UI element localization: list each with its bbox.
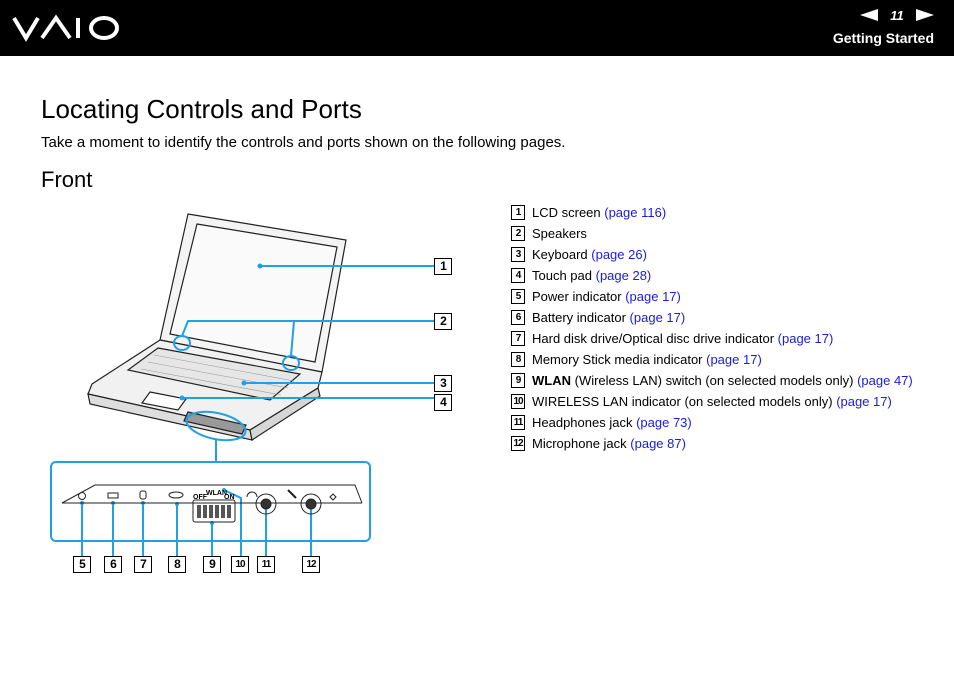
callout-3: 3: [434, 375, 452, 392]
legend-text: Hard disk drive/Optical disc drive indic…: [532, 331, 778, 346]
page-reference-link[interactable]: (page 17): [706, 352, 762, 367]
page-number: 11: [890, 7, 904, 23]
page-reference-link[interactable]: (page 73): [636, 415, 692, 430]
legend-text: Power indicator: [532, 289, 626, 304]
page-reference-link[interactable]: (page 17): [625, 289, 681, 304]
legend-text: Memory Stick media indicator: [532, 352, 707, 367]
vaio-logo: [12, 14, 119, 42]
legend-number: 4: [511, 268, 525, 283]
page-reference-link[interactable]: (page 26): [591, 247, 647, 262]
switch-on-label: ON: [224, 494, 235, 501]
legend-item: 4 Touch pad (page 28): [511, 267, 931, 284]
legend-number: 10: [511, 394, 525, 409]
callout-1: 1: [434, 258, 452, 275]
legend-item: 1 LCD screen (page 116): [511, 204, 931, 221]
previous-page-arrow-icon[interactable]: [860, 9, 878, 21]
legend-text: Keyboard: [532, 247, 592, 262]
section-title: Getting Started: [832, 30, 934, 46]
page-reference-link[interactable]: (page 17): [836, 394, 892, 409]
legend-text: (Wireless LAN) switch (on selected model…: [571, 373, 858, 388]
legend-number: 12: [511, 436, 525, 451]
page-reference-link[interactable]: (page 87): [630, 436, 686, 451]
page-reference-link[interactable]: (page 47): [857, 373, 913, 388]
legend-item: 6 Battery indicator (page 17): [511, 309, 931, 326]
legend-number: 6: [511, 310, 525, 325]
legend-item: 8 Memory Stick media indicator (page 17): [511, 351, 931, 368]
callout-12: 12: [302, 556, 320, 573]
legend-number: 1: [511, 205, 525, 220]
legend-number: 9: [511, 373, 525, 388]
legend-text: LCD screen: [532, 205, 605, 220]
legend-text: Battery indicator: [532, 310, 630, 325]
legend-number: 5: [511, 289, 525, 304]
legend-number: 8: [511, 352, 525, 367]
page-title: Locating Controls and Ports: [41, 94, 362, 124]
legend-item: 3 Keyboard (page 26): [511, 246, 931, 263]
callout-9: 9: [203, 556, 221, 573]
page-reference-link[interactable]: (page 116): [604, 205, 667, 220]
legend-bold-term: WLAN: [532, 373, 571, 388]
legend-text: WIRELESS LAN indicator (on selected mode…: [532, 394, 837, 409]
callout-7: 7: [134, 556, 152, 573]
legend-number: 11: [511, 415, 525, 430]
intro-text: Take a moment to identify the controls a…: [41, 134, 566, 151]
page-reference-link[interactable]: (page 28): [595, 268, 652, 283]
callout-6: 6: [104, 556, 122, 573]
legend-number: 2: [511, 226, 525, 241]
legend-item: 9 WLAN (Wireless LAN) switch (on selected…: [511, 372, 931, 389]
switch-off-label: OFF: [193, 494, 208, 501]
legend-text: Microphone jack: [532, 436, 631, 451]
legend-item: 7 Hard disk drive/Optical disc drive indi…: [511, 330, 931, 347]
callout-8: 8: [168, 556, 186, 573]
legend-number: 3: [511, 247, 525, 262]
section-subtitle: Front: [41, 167, 93, 192]
component-legend: 1 LCD screen (page 116) 2 Speakers 3 Keyboard…: [511, 204, 931, 456]
page-reference-link[interactable]: (page 17): [777, 331, 834, 346]
legend-text: Headphones jack: [532, 415, 637, 430]
legend-item: 10 WIRELESS LAN indicator (on selected mo…: [511, 393, 931, 410]
wlan-switch-label: WLAN: [206, 490, 227, 497]
legend-item: 5 Power indicator (page 17): [511, 288, 931, 305]
callout-11: 11: [257, 556, 275, 573]
legend-text: Touch pad: [532, 268, 596, 283]
legend-item: 2 Speakers: [511, 225, 931, 242]
legend-item: 11 Headphones jack (page 73): [511, 414, 931, 431]
callout-10: 10: [231, 556, 249, 573]
callout-2: 2: [434, 313, 452, 330]
callout-5: 5: [73, 556, 91, 573]
page-reference-link[interactable]: (page 17): [629, 310, 686, 325]
page-header: 11 Getting Started: [0, 0, 954, 56]
legend-text: Speakers: [532, 226, 587, 241]
legend-number: 7: [511, 331, 525, 346]
next-page-arrow-icon[interactable]: [916, 9, 934, 21]
legend-item: 12 Microphone jack (page 87): [511, 435, 931, 452]
callout-4: 4: [434, 394, 452, 411]
page-navigation: 11: [860, 7, 934, 23]
